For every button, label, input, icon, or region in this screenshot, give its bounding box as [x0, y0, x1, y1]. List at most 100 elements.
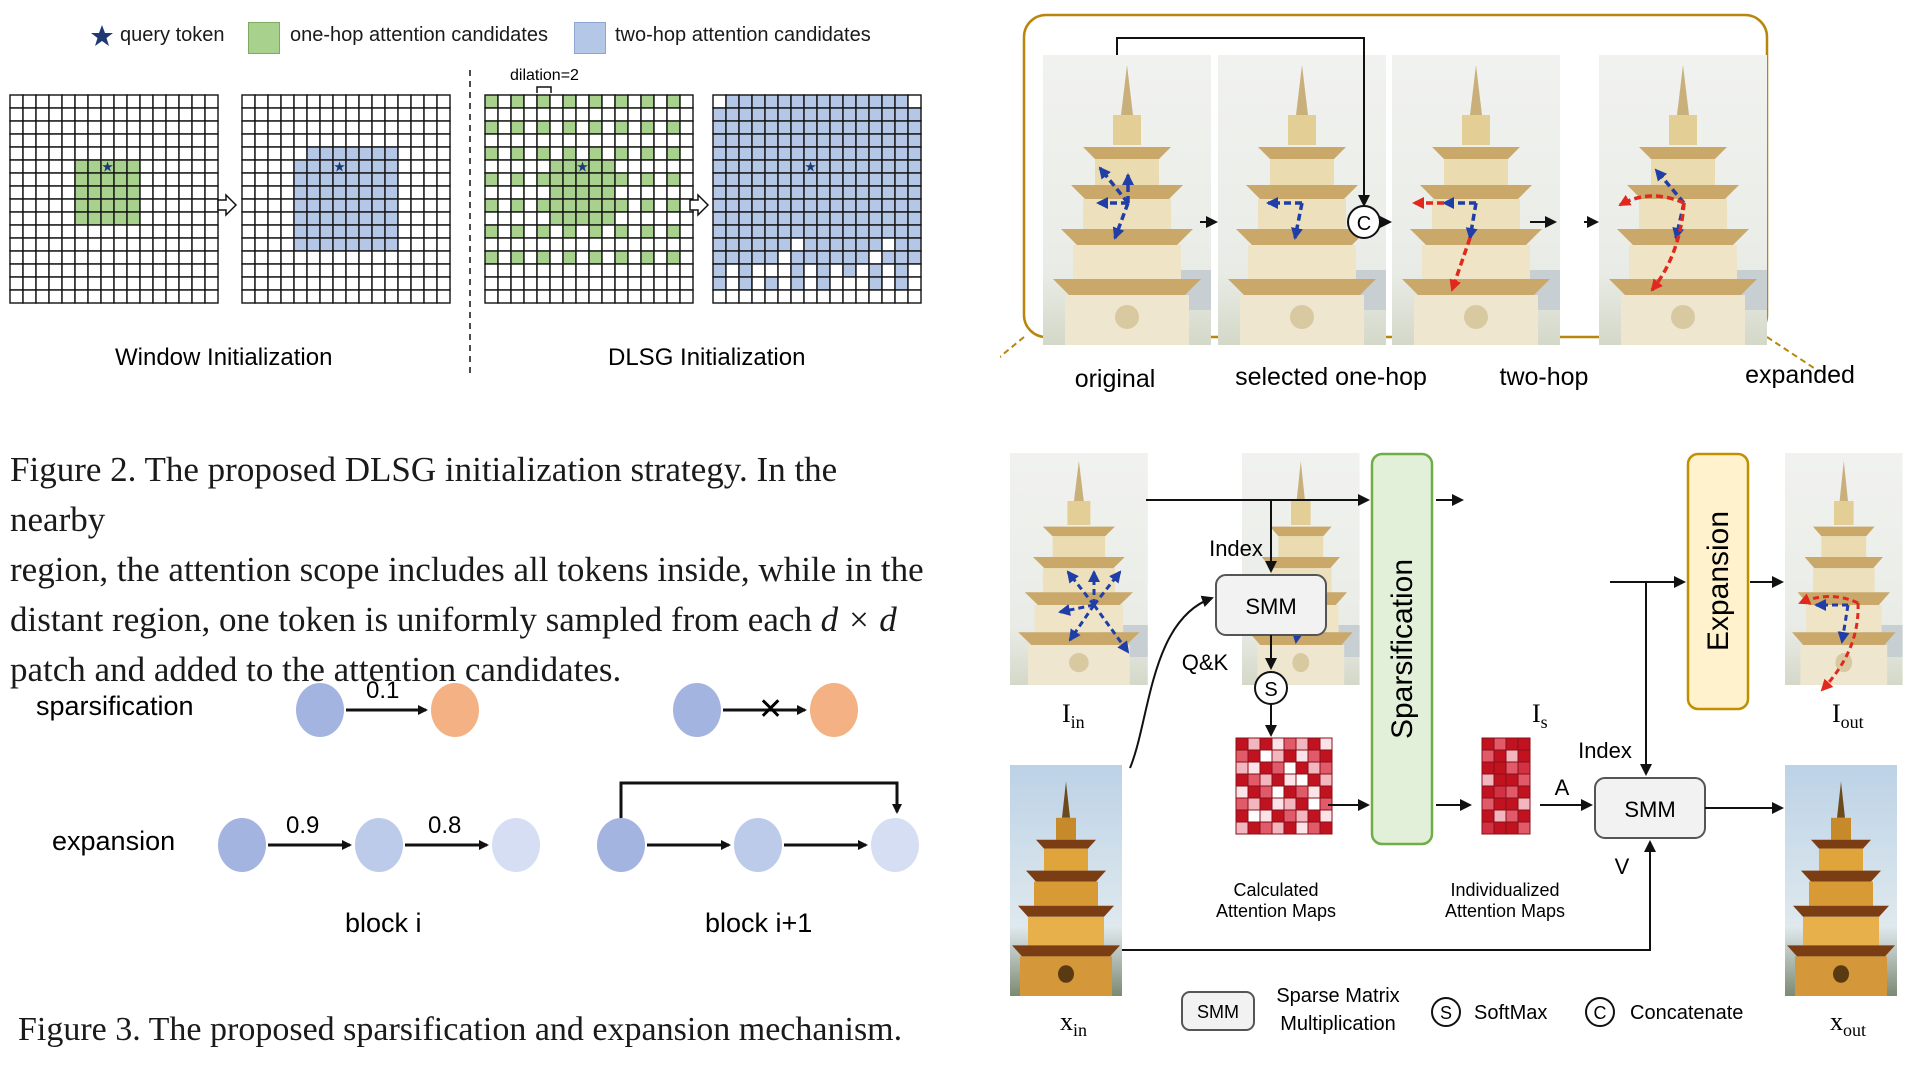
grid-cell [241, 211, 256, 226]
grid-cell [241, 185, 256, 200]
grid-cell [803, 211, 818, 226]
grid-cell [627, 94, 642, 109]
grid-cell [881, 250, 896, 265]
grid-2: ★ [241, 94, 451, 304]
grid-cell [358, 263, 373, 278]
smm-label-2: SMM [1624, 797, 1675, 822]
grid-cell [725, 276, 740, 291]
grid-cell [22, 263, 37, 278]
image-i-s [1242, 453, 1360, 685]
grid-cell [764, 120, 779, 135]
skip-edge-arrow [619, 781, 902, 818]
grid-cell [790, 237, 805, 252]
grid-cell [790, 107, 805, 122]
grid-cell [74, 172, 89, 187]
query-star-icon: ★ [804, 159, 817, 175]
grid-cell [666, 107, 681, 122]
grid-cell [536, 120, 551, 135]
grid-cell [48, 107, 63, 122]
grid-cell [61, 237, 76, 252]
grid-cell [74, 185, 89, 200]
grid-cell [738, 250, 753, 265]
weight-label: 0.1 [366, 677, 399, 704]
grid-cell [549, 224, 564, 239]
grid-cell [332, 107, 347, 122]
legend-one-hop-text: one-hop attention candidates [290, 24, 548, 46]
grid-cell [666, 133, 681, 148]
grid-cell [410, 159, 425, 174]
grid-cell [9, 289, 24, 304]
grid-cell [22, 224, 37, 239]
attention-cell [1247, 797, 1261, 811]
grid-cell [614, 263, 629, 278]
grid-cell [907, 107, 922, 122]
grid-cell [484, 133, 499, 148]
grid-cell [410, 276, 425, 291]
i-in-label: Iin [1062, 699, 1085, 732]
grid-cell [100, 289, 115, 304]
grid-cell [371, 159, 386, 174]
grid-cell [139, 94, 154, 109]
grid-cell [126, 289, 141, 304]
grid-cell [549, 250, 564, 265]
grid-cell [384, 224, 399, 239]
grid-cell [777, 172, 792, 187]
attention-cell [1481, 785, 1495, 799]
grid-cell [100, 133, 115, 148]
grid-cell [35, 146, 50, 161]
grid-cell [423, 211, 438, 226]
grid-cell [601, 250, 616, 265]
attention-cell [1493, 809, 1507, 823]
block-i-label: block i [345, 908, 422, 938]
grid-cell [777, 146, 792, 161]
grid-cell [267, 250, 282, 265]
grid-cell [384, 107, 399, 122]
grid-cell [371, 211, 386, 226]
attention-cell [1235, 809, 1249, 823]
grid-cell [653, 159, 668, 174]
grid-cell [510, 276, 525, 291]
grid-cell [679, 276, 694, 291]
grid-cell [523, 263, 538, 278]
grid-cell [254, 94, 269, 109]
grid-cell [907, 224, 922, 239]
index-label-2: Index [1578, 738, 1632, 763]
grid-cell [319, 250, 334, 265]
grid-cell [484, 237, 499, 252]
grid-cell [22, 107, 37, 122]
attention-cell [1259, 773, 1273, 787]
grid-cell [191, 133, 206, 148]
grid-cell [523, 250, 538, 265]
attention-cell [1505, 785, 1519, 799]
grid-cell [777, 159, 792, 174]
grid-cell [345, 198, 360, 213]
grid-cell [397, 211, 412, 226]
grid-cell [725, 172, 740, 187]
grid-cell [35, 289, 50, 304]
grid-cell [777, 94, 792, 109]
grid-cell [842, 172, 857, 187]
grid-cell [894, 211, 909, 226]
grid-cell [868, 133, 883, 148]
grid-cell [777, 198, 792, 213]
attention-cell [1235, 761, 1249, 775]
grid-cell [894, 224, 909, 239]
grid-cell [790, 94, 805, 109]
grid-cell [712, 94, 727, 109]
attention-cell [1283, 761, 1297, 775]
grid-cell [738, 120, 753, 135]
grid-cell [280, 211, 295, 226]
grid-cell [126, 146, 141, 161]
attention-cell [1481, 749, 1495, 763]
grid-cell [575, 289, 590, 304]
grid-cell [178, 276, 193, 291]
grid-cell [855, 289, 870, 304]
attention-cell [1259, 785, 1273, 799]
attention-cell [1307, 761, 1321, 775]
grid-cell [139, 250, 154, 265]
grid-cell [267, 94, 282, 109]
legend-softmax-symbol: S [1440, 1003, 1452, 1023]
grid-cell [712, 146, 727, 161]
label-two-hop: two-hop [1500, 363, 1589, 391]
grid-cell [306, 250, 321, 265]
